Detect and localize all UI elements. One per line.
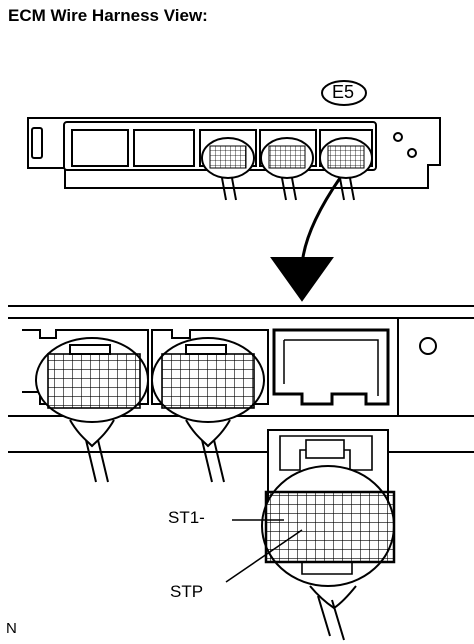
zoom-arrow — [270, 177, 342, 302]
corner-mark: N — [6, 620, 17, 637]
e5-pin-grid — [265, 491, 395, 563]
connector-code-badge — [321, 80, 367, 106]
mounting-hole — [407, 148, 417, 158]
mounting-hole — [419, 337, 437, 355]
connector-slot-1 — [71, 129, 129, 167]
page-title: ECM Wire Harness View: — [8, 6, 208, 25]
connector-code-label: E5 — [332, 82, 355, 102]
connector-slot-e5 — [272, 328, 390, 406]
pin-label-stp: STP — [170, 582, 204, 601]
ecm-detail — [8, 305, 474, 483]
e5-connector-plug — [261, 429, 396, 641]
ecm-mounting-tab-left — [31, 127, 43, 159]
stp-leader — [225, 529, 303, 583]
ecm-overview — [27, 117, 441, 201]
pin-label-st1: ST1- — [168, 508, 205, 527]
mounting-hole — [393, 132, 403, 142]
connector-slot-2 — [133, 129, 195, 167]
